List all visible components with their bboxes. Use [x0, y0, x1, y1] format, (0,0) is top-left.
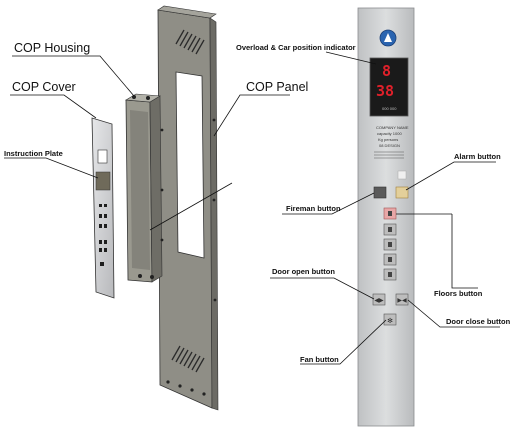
floors-button-label: Floors button: [434, 289, 483, 298]
cop-cover-part: [91, 117, 115, 299]
svg-text:▶◀: ▶◀: [397, 297, 407, 304]
cop-cover-label: COP Cover: [12, 80, 76, 94]
display-digit-bottom: 38: [376, 82, 395, 100]
svg-text:◀▶: ◀▶: [374, 297, 384, 304]
display-digit-top: 8: [382, 62, 392, 80]
panel-text-line4: 08 DESIGN: [379, 143, 400, 148]
door-close-button-label: Door close button: [446, 317, 511, 326]
svg-text:✻: ✻: [387, 317, 393, 325]
panel-text-line1: COMPANY NAME: [376, 125, 409, 130]
cop-housing-part: [125, 93, 164, 283]
overload-indicator-label: Overload & Car position indicator: [236, 43, 356, 52]
cop-housing-label: COP Housing: [14, 41, 91, 55]
door-open-button-label: Door open button: [272, 267, 335, 276]
panel-text-line2: capacity 1000: [377, 131, 402, 136]
panel-text-line3: Kg persons: [378, 137, 399, 142]
fan-button-label: Fan button: [300, 355, 339, 364]
cop-panel-label: COP Panel: [246, 80, 309, 94]
cop-front-panel: ◀▶ ▶◀ ✻: [357, 7, 415, 427]
fireman-button-label: Fireman button: [286, 204, 341, 213]
display-footer: 000 000: [382, 106, 397, 111]
alarm-button-label: Alarm button: [454, 152, 501, 161]
instruction-plate-label: Instruction Plate: [4, 149, 63, 158]
